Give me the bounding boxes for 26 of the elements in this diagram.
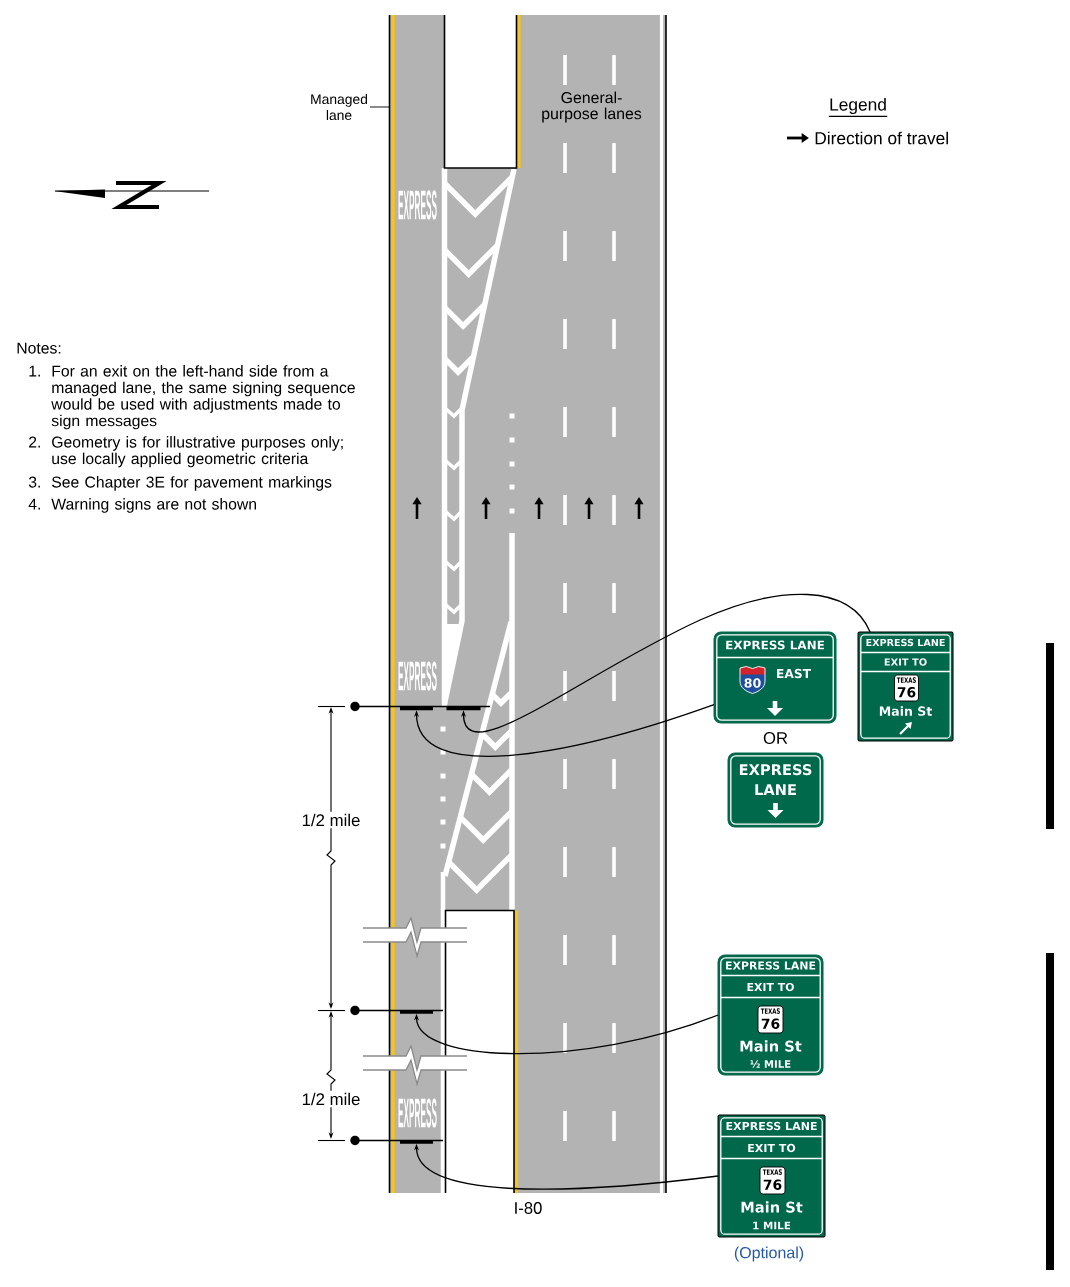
note-number: 2. — [29, 436, 40, 448]
pavement-word: EXPRESS — [398, 1098, 437, 1128]
or-label: OR — [763, 732, 788, 744]
note-number: 4. — [28, 498, 40, 510]
dimension-label: 1/2 mile — [299, 811, 363, 829]
guide-sign: EXPRESS LANE — [727, 752, 824, 828]
pavement-word: EXPRESS — [398, 190, 437, 220]
sign-caption: (Optional) — [734, 1246, 804, 1262]
pavement-word: EXPRESS — [398, 661, 437, 691]
note-text: Warning signs are not shown — [51, 498, 256, 513]
dimension-label: 1/2 mile — [299, 1090, 363, 1108]
note-number: 1. — [29, 365, 40, 377]
leader-line — [369, 106, 390, 108]
legend-title: Legend — [828, 97, 888, 117]
note-text: For an exit on the left-hand side from a managed lane, the same signing sequence would be used with adjustments made to sign messages — [51, 365, 355, 430]
leader-line — [461, 593, 871, 733]
callout-label: Managed lane — [311, 93, 367, 121]
lane-group-label: General-purpose lanes — [542, 91, 642, 123]
legend-text: Direction of travel — [815, 131, 948, 145]
route-shield: 80 — [739, 666, 766, 694]
note-number: 3. — [28, 476, 40, 488]
note-text: See Chapter 3E for pavement markings — [52, 476, 332, 491]
leader-line — [414, 704, 715, 757]
notes-heading: Notes: — [17, 342, 61, 354]
road-label: I-80 — [515, 1202, 542, 1214]
note-text: Geometry is for illustrative purposes only; use locally applied geometric criteria — [52, 436, 343, 468]
